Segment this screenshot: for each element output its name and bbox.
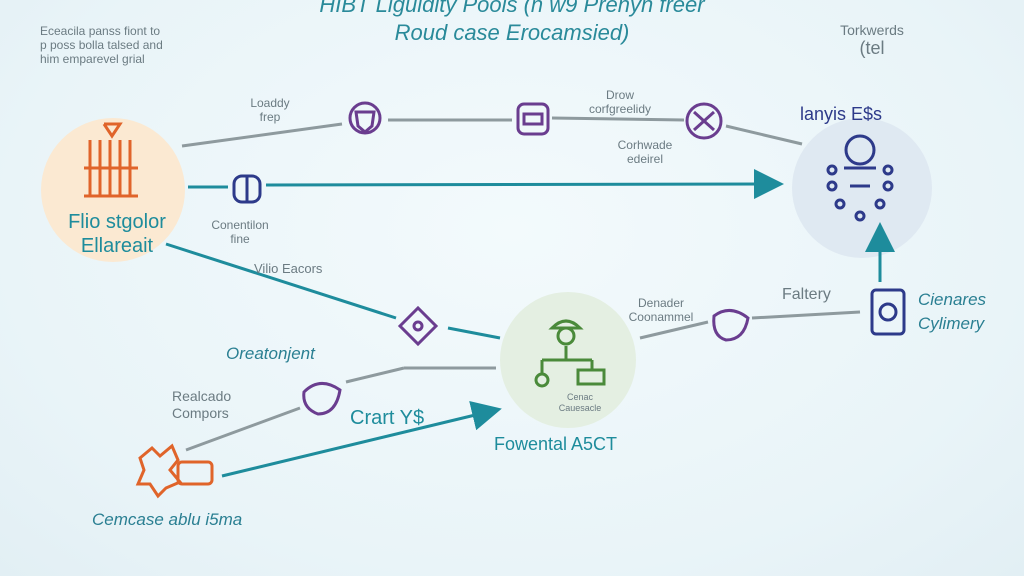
note-line: Conentilon bbox=[211, 218, 269, 232]
note-cenac: Cenac Cauesacle bbox=[540, 392, 620, 414]
note-line: Compors bbox=[172, 405, 229, 421]
teal-main-arrow bbox=[265, 169, 784, 200]
building-icon bbox=[84, 122, 138, 198]
diagram-title: HIBT Liguidity Pools (n w9 Prenyn freer bbox=[319, 0, 705, 17]
left-hub-label: Flio stgolor Ellareait bbox=[52, 210, 182, 258]
bottom-gray-path bbox=[185, 366, 496, 452]
network-badge-icon bbox=[685, 102, 723, 140]
note-loaddy: Loaddy frep bbox=[230, 96, 310, 124]
note-denader: Denader Coonammel bbox=[616, 296, 706, 324]
note-line: Corhwade bbox=[617, 138, 673, 152]
note-line: frep bbox=[259, 110, 281, 124]
handshake-icon bbox=[302, 382, 342, 416]
crart-label: Crart Y$ bbox=[350, 407, 425, 429]
gear-truck-icon bbox=[135, 443, 214, 499]
note-line: Realcado bbox=[172, 388, 232, 404]
note-line: edeirel bbox=[626, 152, 664, 166]
tag-icon bbox=[397, 305, 439, 347]
note-line: Denader bbox=[637, 296, 685, 310]
label-line: Ellareait bbox=[80, 235, 154, 257]
note-line: Torkwerds bbox=[840, 22, 904, 38]
bottom-left-label: Cemcase ablu i5ma bbox=[92, 510, 243, 529]
note-line: Cenac bbox=[566, 392, 593, 402]
shield-icon bbox=[348, 101, 382, 135]
top-gray-path bbox=[181, 116, 803, 148]
note-line: Cauesacle bbox=[558, 403, 602, 413]
note-line: Coonammel bbox=[628, 310, 694, 324]
label-line: Cylimery bbox=[918, 314, 985, 333]
note-line: p poss bolla talsed and bbox=[40, 38, 163, 52]
note-vilio: Vilio Eacors bbox=[254, 261, 323, 276]
device-icon bbox=[516, 102, 550, 136]
note-line: fine bbox=[230, 232, 250, 246]
oreatonjent-label: Oreatonjent bbox=[226, 344, 315, 363]
note-line: him emparevel grial bbox=[40, 52, 145, 66]
note-realcado: Realcado Compors bbox=[172, 388, 231, 422]
right-side-label: Cienares Cylimery bbox=[918, 288, 986, 336]
chip-icon bbox=[232, 174, 262, 204]
right-hub-circle bbox=[792, 118, 932, 258]
right-hub-label: lanyis E$s bbox=[800, 104, 883, 124]
note-line: Eceacila panss fiont to bbox=[40, 24, 161, 38]
team-structure-icon bbox=[534, 319, 606, 388]
hand-icon bbox=[712, 309, 750, 342]
note-corhwade: Corhwade edeirel bbox=[600, 138, 690, 166]
label-line: Cienares bbox=[918, 290, 987, 309]
teal-diagonal-1 bbox=[165, 242, 397, 320]
note-top-right: Torkwerds (tel bbox=[812, 22, 932, 59]
note-conentilon: Conentilon fine bbox=[200, 218, 280, 246]
left-hub-circle bbox=[41, 118, 185, 262]
right-gray-path bbox=[639, 310, 861, 340]
note-line: (tel bbox=[859, 38, 885, 58]
note-drow: Drow corfgreelidy bbox=[560, 88, 680, 116]
diagram-subtitle: Roud case Erocamsied) bbox=[394, 20, 630, 45]
center-hub-label: Fowental A5CT bbox=[494, 434, 618, 454]
note-line: corfgreelidy bbox=[588, 102, 652, 116]
teal-diagonal-2 bbox=[447, 326, 501, 340]
document-icon bbox=[870, 288, 906, 336]
teal-bottom-arrow bbox=[221, 401, 502, 478]
note-line: Loaddy bbox=[250, 96, 290, 110]
label-line: Flio stgolor bbox=[68, 211, 166, 233]
note-faltery: Faltery bbox=[782, 286, 831, 303]
note-line: Drow bbox=[605, 88, 634, 102]
network-node-icon bbox=[826, 134, 894, 222]
note-top-left: Eceacila panss fiont to p poss bolla tal… bbox=[40, 24, 200, 66]
